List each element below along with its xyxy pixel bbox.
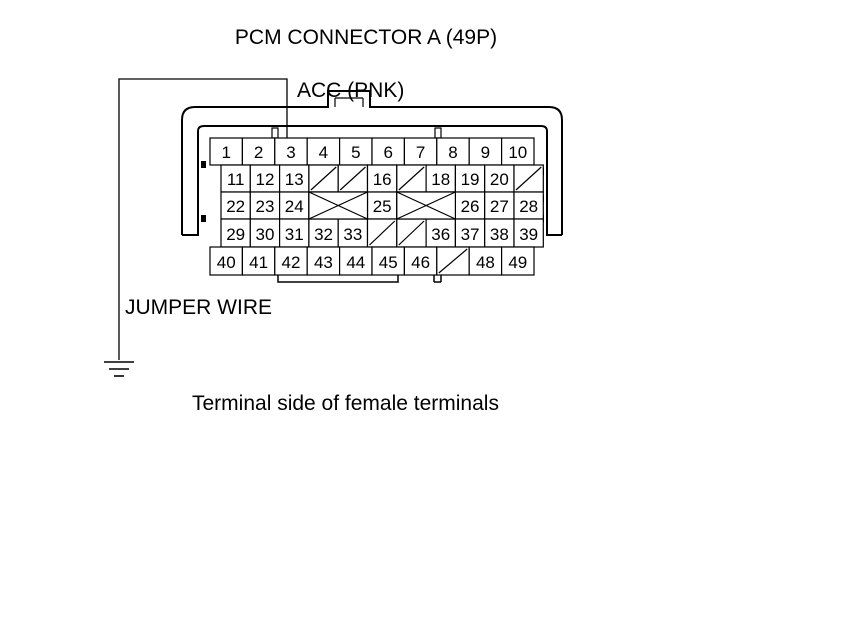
- terminal-cell: [209, 246, 244, 276]
- terminal-cell: [220, 218, 251, 248]
- terminal-number: 40: [217, 253, 236, 272]
- terminal-number: 26: [461, 197, 480, 216]
- unused-terminal-mark: [398, 166, 425, 191]
- terminal-number: 29: [226, 225, 245, 244]
- diagram-title: PCM CONNECTOR A (49P): [235, 26, 497, 49]
- terminal-number: 46: [411, 253, 430, 272]
- connector-housing: [181, 90, 563, 236]
- unused-terminal-mark: [339, 166, 366, 191]
- terminal-number: 16: [373, 170, 392, 189]
- terminal-cell: [249, 191, 281, 220]
- terminal-number: 7: [416, 143, 425, 162]
- terminal-cell: [279, 191, 310, 220]
- terminal-number: 20: [490, 170, 509, 189]
- terminal-cell: [371, 137, 406, 166]
- terminal-number: 33: [343, 225, 362, 244]
- connector-key-right: [434, 127, 442, 139]
- terminal-cell: [306, 137, 341, 166]
- terminal-side-caption: Terminal side of female terminals: [192, 392, 499, 415]
- terminal-number: 19: [461, 170, 480, 189]
- terminal-number: 18: [431, 170, 450, 189]
- terminal-number: 2: [254, 143, 263, 162]
- terminal-number: 49: [508, 253, 527, 272]
- terminal-number: 8: [448, 143, 457, 162]
- terminal-number: 37: [461, 225, 480, 244]
- terminal-number: 24: [285, 197, 304, 216]
- terminal-cell: [484, 191, 515, 220]
- jumper-wire-label: JUMPER WIRE: [125, 296, 272, 319]
- terminal-cell: [366, 164, 398, 193]
- terminal-number: 4: [319, 143, 328, 162]
- terminal-number: 12: [255, 170, 274, 189]
- terminal-number: 36: [431, 225, 450, 244]
- terminal-cell: [454, 218, 486, 248]
- unused-terminal-mark: [398, 220, 425, 246]
- terminal-cell: [249, 164, 281, 193]
- terminal-cell: [513, 218, 544, 248]
- terminal-number: 44: [346, 253, 365, 272]
- jumper-wire: [118, 78, 288, 360]
- terminal-number: 3: [286, 143, 295, 162]
- terminal-number: 27: [490, 197, 509, 216]
- terminal-cell: [274, 246, 308, 276]
- unused-terminal-mark: [369, 220, 396, 246]
- terminal-number: 48: [476, 253, 495, 272]
- terminal-number: 42: [282, 253, 301, 272]
- unused-terminal-mark: [515, 166, 542, 191]
- unused-terminal-mark: [396, 191, 456, 220]
- unused-terminal-mark: [310, 166, 337, 191]
- terminal-number: 13: [285, 170, 304, 189]
- connector-bottom-rail: [277, 275, 442, 283]
- terminal-number: 31: [285, 225, 304, 244]
- terminal-number: 6: [383, 143, 392, 162]
- terminal-number: 10: [508, 143, 527, 162]
- latch-left-upper: [201, 161, 206, 168]
- terminal-cell: [339, 137, 373, 166]
- terminal-number: 9: [481, 143, 490, 162]
- terminal-number: 5: [351, 143, 360, 162]
- terminal-cell: [241, 246, 276, 276]
- terminal-number: 23: [255, 197, 274, 216]
- terminal-number: 41: [249, 253, 268, 272]
- terminal-number: 1: [221, 143, 230, 162]
- terminal-number: 25: [373, 197, 392, 216]
- terminal-number: 45: [379, 253, 398, 272]
- terminal-number: 38: [490, 225, 509, 244]
- terminal-number: 28: [519, 197, 538, 216]
- terminal-cell: [513, 191, 544, 220]
- terminal-cell: [279, 164, 310, 193]
- unused-terminal-mark: [308, 191, 368, 220]
- unused-terminal-mark: [438, 248, 468, 274]
- terminal-number: 32: [314, 225, 333, 244]
- terminal-number: 22: [226, 197, 245, 216]
- terminal-number: 39: [519, 225, 538, 244]
- terminal-cell: [425, 164, 457, 193]
- ground-icon: [104, 361, 134, 377]
- terminal-cell: [484, 218, 515, 248]
- connector-key-left: [271, 127, 279, 139]
- terminal-cell: [468, 246, 503, 276]
- terminal-cell: [306, 246, 341, 276]
- terminal-number: 30: [255, 225, 274, 244]
- terminal-cell: [308, 218, 339, 248]
- terminal-cell: [339, 246, 373, 276]
- terminal-cell: [501, 246, 535, 276]
- terminal-number: 11: [227, 170, 245, 189]
- terminal-number: 43: [314, 253, 333, 272]
- latch-left-lower: [201, 215, 206, 222]
